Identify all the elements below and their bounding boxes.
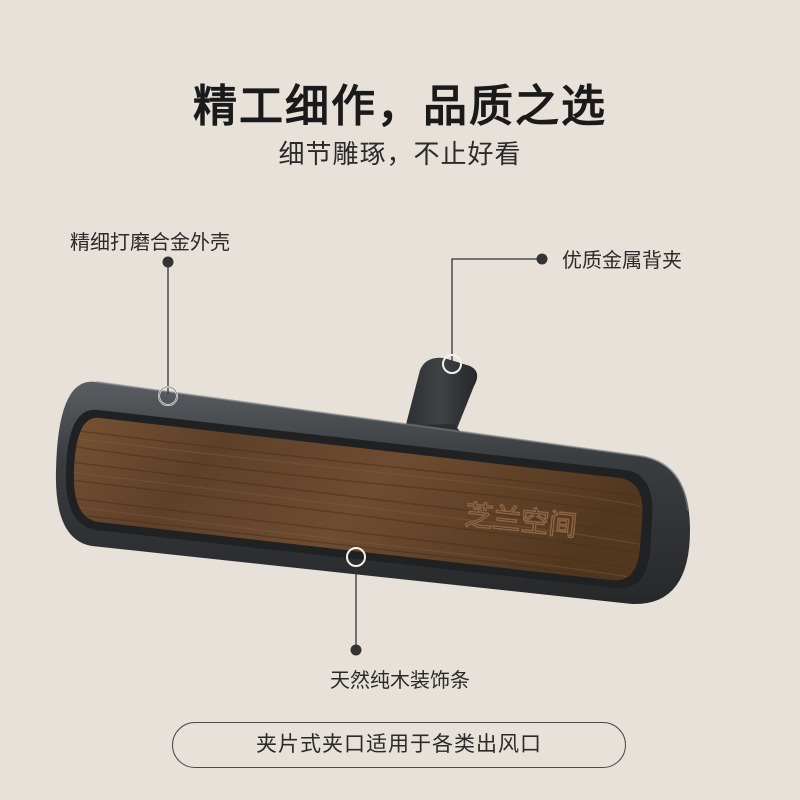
compatibility-pill: 夹片式夹口适用于各类出风口 <box>172 722 626 768</box>
callout-wood-marker <box>346 547 366 656</box>
page-title: 精工细作，品质之选 <box>193 81 607 132</box>
callout-clip-label: 优质金属背夹 <box>562 248 682 272</box>
callout-wood-label: 天然纯木装饰条 <box>330 668 470 692</box>
callout-clip-marker <box>442 253 548 374</box>
callout-shell-marker <box>158 256 178 406</box>
callout-shell-label: 精细打磨合金外壳 <box>70 230 230 254</box>
page-subtitle: 细节雕琢，不止好看 <box>278 140 522 170</box>
